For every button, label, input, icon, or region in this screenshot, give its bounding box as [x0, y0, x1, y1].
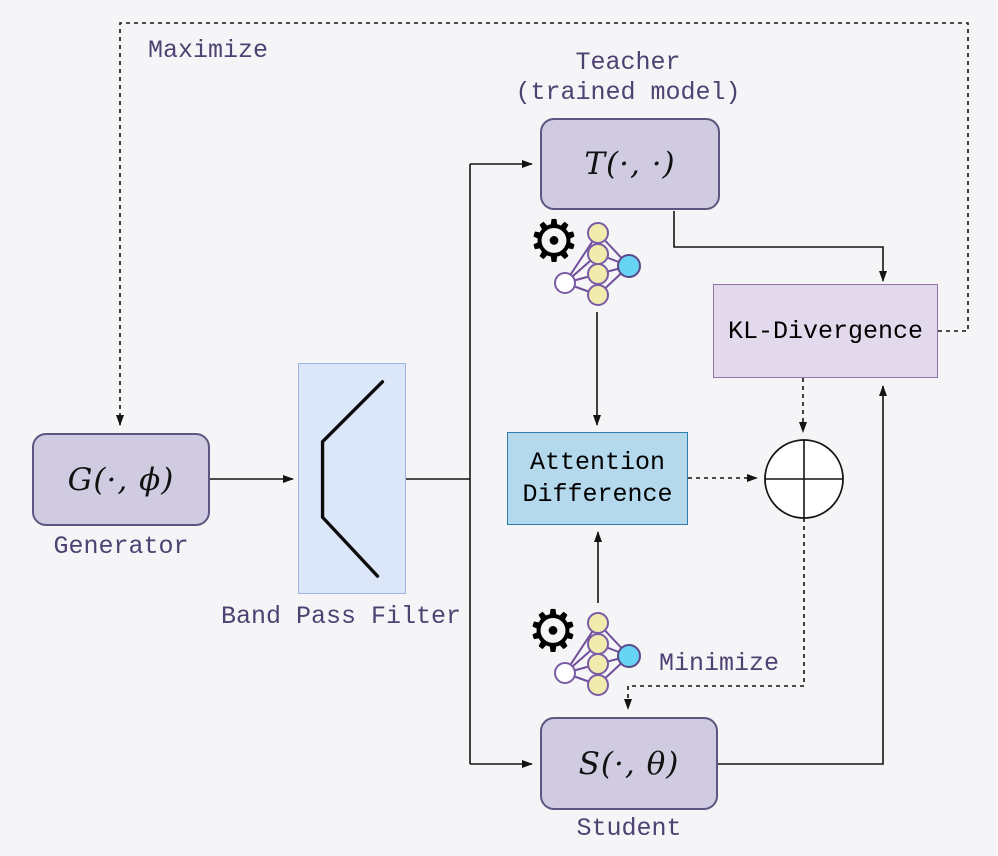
- teacher-box: T(·, ·): [540, 118, 720, 210]
- student-network-icon: [554, 612, 641, 696]
- attention-label-line1: Attention: [529, 447, 666, 477]
- sum-circle-icon: [764, 439, 844, 519]
- generator-caption: Generator: [53, 532, 189, 561]
- generator-box: G(·, ϕ): [32, 433, 210, 526]
- attention-label-line2: Difference: [522, 479, 673, 509]
- student-formula: S(·, θ): [578, 745, 680, 782]
- teacher-gear-icon: ⚙: [528, 207, 580, 275]
- attention-difference-box: Attention Difference: [507, 432, 688, 525]
- band-pass-response-icon: [320, 380, 385, 578]
- maximize-label: Maximize: [148, 36, 269, 65]
- arrow-teacher-to-kl: [673, 211, 887, 282]
- dashed-minimize-to-student: [624, 518, 805, 710]
- teacher-caption-line1: Teacher: [575, 48, 681, 77]
- band-pass-caption: Band Pass Filter: [220, 602, 462, 631]
- teacher-caption: Teacher (trained model): [478, 48, 778, 108]
- generator-formula: G(·, ϕ): [67, 461, 175, 498]
- band-pass-filter-box: [298, 363, 406, 594]
- teacher-network-icon: [554, 222, 641, 306]
- kl-divergence-label: KL-Divergence: [727, 316, 924, 346]
- minimize-label: Minimize: [659, 649, 780, 678]
- arrow-student-to-kl: [718, 385, 887, 765]
- student-box: S(·, θ): [540, 717, 718, 810]
- student-gear-icon: ⚙: [527, 597, 579, 665]
- kl-divergence-box: KL-Divergence: [713, 284, 938, 378]
- student-caption: Student: [576, 814, 682, 843]
- teacher-caption-line2: (trained model): [515, 78, 741, 107]
- teacher-formula: T(·, ·): [584, 146, 676, 182]
